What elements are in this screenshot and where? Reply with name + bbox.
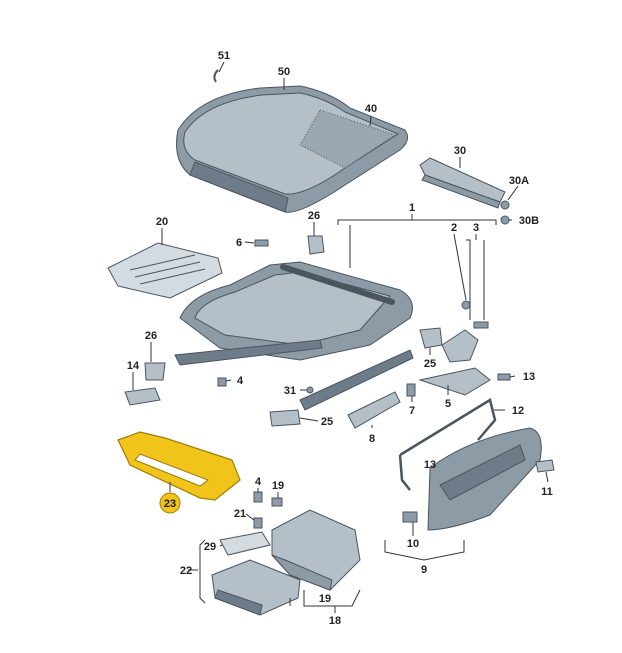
label-12: 12 — [512, 405, 524, 417]
label-26-left: 26 — [145, 330, 157, 342]
screw-21-part[interactable] — [253, 517, 263, 529]
label-30: 30 — [454, 145, 466, 157]
clip-11-part[interactable] — [535, 459, 555, 473]
seat-cushion-part[interactable] — [176, 85, 409, 213]
clip-25-part[interactable] — [419, 327, 443, 349]
clip-10-part[interactable] — [402, 511, 418, 523]
drawer-22-part[interactable] — [211, 559, 301, 616]
cushion-clip-part[interactable] — [213, 69, 219, 83]
label-30a: 30A — [509, 175, 529, 187]
rail-part[interactable] — [419, 157, 506, 209]
tray-frame-23-part[interactable] — [117, 431, 241, 501]
spring-mat-part[interactable] — [107, 242, 223, 299]
nut-2-part[interactable] — [461, 300, 471, 310]
label-9: 9 — [421, 564, 427, 576]
screw-30a-part[interactable] — [500, 200, 510, 210]
clip-19-top-part[interactable] — [271, 497, 283, 507]
drawer-housing-part[interactable] — [271, 509, 361, 591]
bracket-25-lower-part[interactable] — [269, 409, 301, 427]
label-11: 11 — [541, 486, 553, 498]
leader-lines — [132, 61, 549, 613]
label-18: 18 — [329, 615, 341, 627]
label-8: 8 — [369, 433, 375, 445]
label-13-bottom: 13 — [424, 459, 436, 471]
bracket-26-top-part[interactable] — [307, 235, 325, 255]
label-21: 21 — [234, 508, 246, 520]
label-30b: 30B — [519, 215, 539, 227]
label-4-top: 4 — [237, 375, 244, 387]
label-50: 50 — [278, 66, 290, 78]
bolt-6-part[interactable] — [254, 239, 269, 247]
cover-14-part[interactable] — [124, 387, 161, 406]
label-10: 10 — [407, 538, 419, 550]
svg-text:23: 23 — [164, 498, 176, 510]
screw-13-part[interactable] — [497, 373, 511, 381]
screw-3-part[interactable] — [473, 321, 489, 329]
label-19-bottom: 19 — [319, 593, 331, 605]
cable-12-part[interactable] — [398, 398, 497, 491]
label-51: 51 — [218, 50, 230, 62]
label-1: 1 — [409, 202, 415, 214]
motor-25-part[interactable] — [441, 329, 479, 363]
label-3: 3 — [473, 222, 479, 234]
label-29: 29 — [204, 541, 216, 553]
label-2: 2 — [451, 222, 457, 234]
label-40: 40 — [365, 103, 377, 115]
lever-5-part[interactable] — [418, 367, 491, 396]
label-26-top: 26 — [308, 210, 320, 222]
label-4-lower: 4 — [255, 476, 262, 488]
clip-7-part[interactable] — [406, 383, 416, 397]
label-25-lower: 25 — [321, 416, 333, 428]
label-31: 31 — [284, 385, 296, 397]
label-22: 22 — [180, 565, 192, 577]
clip-4-part[interactable] — [217, 377, 227, 387]
label-20: 20 — [156, 216, 168, 228]
label-6: 6 — [236, 237, 242, 249]
label-14: 14 — [127, 360, 140, 372]
side-trim-9-part[interactable] — [427, 427, 542, 531]
part-labels: 51 50 40 30 30A 30B 20 6 26 1 2 3 25 5 1… — [127, 50, 553, 627]
label-13-top: 13 — [523, 371, 535, 383]
nut-30b-part[interactable] — [500, 215, 510, 225]
trim-8-part[interactable] — [347, 391, 401, 429]
bracket-26-left-part[interactable] — [144, 362, 166, 381]
screw-31-part[interactable] — [306, 386, 314, 394]
label-19-top: 19 — [272, 480, 284, 492]
label-5: 5 — [445, 398, 451, 410]
label-25-right: 25 — [424, 358, 436, 370]
seat-frame-part[interactable] — [174, 261, 414, 411]
label-7: 7 — [409, 405, 415, 417]
mat-29-part[interactable] — [219, 531, 271, 556]
screw-4-lower-part[interactable] — [253, 491, 263, 503]
label-23-badge: 23 — [159, 492, 181, 514]
